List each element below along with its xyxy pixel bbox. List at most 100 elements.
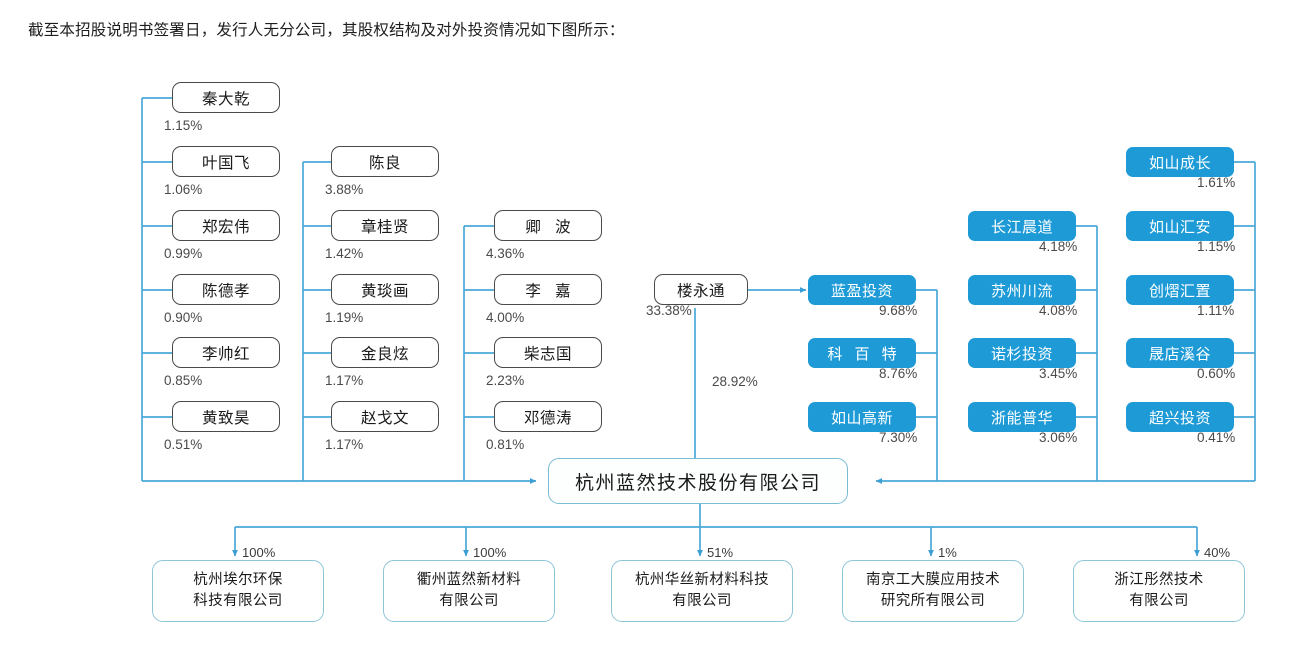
shareholder-box[interactable]: 李 嘉	[494, 274, 602, 305]
institution-name: 如山高新	[830, 409, 893, 427]
institution-box[interactable]: 如山成长	[1126, 147, 1234, 177]
shareholder-box[interactable]: 秦大乾	[172, 82, 280, 113]
shareholder-name: 秦大乾	[201, 90, 250, 108]
institution-pct: 9.68%	[879, 303, 918, 318]
shareholder-box[interactable]: 陈良	[331, 146, 439, 177]
institution-box[interactable]: 晟店溪谷	[1126, 338, 1234, 368]
institution-pct: 1.11%	[1197, 303, 1235, 318]
institution-name: 如山汇安	[1148, 218, 1211, 236]
shareholder-box[interactable]: 章桂贤	[331, 210, 439, 241]
subsidiary-name-line2: 研究所有限公司	[880, 593, 986, 609]
institution-pct: 4.08%	[1039, 303, 1078, 318]
subsidiary-box[interactable]: 衢州蓝然新材料 有限公司	[383, 560, 555, 622]
institution-box[interactable]: 长江晨道	[968, 211, 1076, 241]
shareholder-box[interactable]: 黄琰画	[331, 274, 439, 305]
shareholder-box[interactable]: 黄致昊	[172, 401, 280, 432]
shareholder-pct: 1.17%	[325, 373, 364, 388]
shareholder-name: 黄琰画	[360, 282, 409, 300]
subsidiary-name-line2: 有限公司	[439, 593, 499, 609]
subsidiary-box[interactable]: 杭州埃尔环保 科技有限公司	[152, 560, 324, 622]
shareholder-name: 李 嘉	[525, 282, 576, 300]
institution-pct: 4.18%	[1039, 239, 1078, 254]
subsidiary-name-line2: 科技有限公司	[193, 593, 283, 609]
main-company-box[interactable]: 杭州蓝然技术股份有限公司	[548, 458, 848, 504]
subsidiary-pct: 40%	[1204, 545, 1231, 560]
institution-pct: 1.61%	[1197, 175, 1236, 190]
institution-pct: 3.45%	[1039, 366, 1078, 381]
institution-pct: 3.06%	[1039, 430, 1078, 445]
institution-box[interactable]: 浙能普华	[968, 402, 1076, 432]
subsidiary-box[interactable]: 南京工大膜应用技术 研究所有限公司	[842, 560, 1024, 622]
institution-box[interactable]: 科 百 特	[808, 338, 916, 368]
shareholder-box[interactable]: 卿 波	[494, 210, 602, 241]
shareholder-box[interactable]: 金良炫	[331, 337, 439, 368]
subsidiary-box[interactable]: 浙江彤然技术 有限公司	[1073, 560, 1245, 622]
shareholder-pct: 1.17%	[325, 437, 364, 452]
institution-pct: 8.76%	[879, 366, 918, 381]
institution-box[interactable]: 超兴投资	[1126, 402, 1234, 432]
institution-pct: 7.30%	[879, 430, 918, 445]
subsidiary-pct: 1%	[938, 545, 957, 560]
shareholder-pct: 0.81%	[486, 437, 525, 452]
subsidiary-pct: 100%	[473, 545, 507, 560]
subsidiary-name-line1: 浙江彤然技术	[1114, 571, 1204, 588]
shareholder-name: 卿 波	[525, 218, 576, 236]
page-caption: 截至本招股说明书签署日，发行人无分公司，其股权结构及对外投资情况如下图所示：	[28, 22, 625, 39]
institution-box[interactable]: 如山高新	[808, 402, 916, 432]
shareholder-box[interactable]: 赵戈文	[331, 401, 439, 432]
institution-box[interactable]: 蓝盈投资	[808, 275, 916, 305]
shareholder-pct: 3.88%	[325, 182, 364, 197]
shareholder-box[interactable]: 邓德涛	[494, 401, 602, 432]
shareholder-pct: 4.36%	[486, 246, 525, 261]
shareholder-name: 郑宏伟	[201, 218, 250, 236]
shareholder-pct: 0.51%	[164, 437, 203, 452]
institution-name: 晟店溪谷	[1148, 345, 1211, 363]
institution-box[interactable]: 诺杉投资	[968, 338, 1076, 368]
main-company-name: 杭州蓝然技术股份有限公司	[574, 472, 821, 494]
shareholder-name: 赵戈文	[360, 409, 409, 427]
institution-box[interactable]: 创熠汇置	[1126, 275, 1234, 305]
shareholder-pct: 1.15%	[164, 118, 203, 133]
shareholder-name: 邓德涛	[523, 409, 572, 427]
shareholder-box[interactable]: 柴志国	[494, 337, 602, 368]
shareholder-name: 柴志国	[523, 345, 572, 363]
institution-name: 科 百 特	[827, 345, 901, 363]
controller-to-lanying-pct: 33.38%	[646, 303, 692, 318]
controller-to-main-pct: 28.92%	[712, 374, 758, 389]
shareholder-pct: 0.99%	[164, 246, 203, 261]
controller-box[interactable]: 楼永通	[654, 274, 748, 305]
shareholder-pct: 1.19%	[325, 310, 364, 325]
shareholder-name: 黄致昊	[201, 409, 250, 427]
shareholder-pct: 1.42%	[325, 246, 364, 261]
shareholder-pct: 0.85%	[164, 373, 203, 388]
shareholder-name: 章桂贤	[360, 218, 409, 236]
institution-name: 苏州川流	[990, 282, 1053, 300]
controller-name: 楼永通	[676, 282, 725, 300]
institution-box[interactable]: 苏州川流	[968, 275, 1076, 305]
subsidiary-name-line1: 衢州蓝然新材料	[416, 571, 522, 588]
shareholder-name: 李帅红	[201, 345, 250, 363]
institution-pct: 1.15%	[1197, 239, 1236, 254]
institution-name: 长江晨道	[990, 218, 1053, 236]
institution-name: 创熠汇置	[1148, 282, 1211, 300]
shareholder-name: 陈德孝	[201, 282, 250, 300]
shareholder-name: 叶国飞	[201, 154, 250, 172]
shareholder-box[interactable]: 叶国飞	[172, 146, 280, 177]
subsidiary-box[interactable]: 杭州华丝新材料科技 有限公司	[611, 560, 793, 622]
subsidiary-name-line2: 有限公司	[1129, 593, 1189, 609]
institution-name: 浙能普华	[990, 409, 1053, 427]
institution-pct: 0.60%	[1197, 366, 1236, 381]
institution-box[interactable]: 如山汇安	[1126, 211, 1234, 241]
subsidiary-name-line1: 杭州华丝新材料科技	[634, 571, 770, 588]
shareholder-box[interactable]: 陈德孝	[172, 274, 280, 305]
shareholder-name: 陈良	[368, 154, 401, 172]
institution-name: 蓝盈投资	[830, 282, 893, 300]
subsidiary-name-line1: 南京工大膜应用技术	[865, 571, 1001, 588]
shareholder-box[interactable]: 郑宏伟	[172, 210, 280, 241]
shareholder-name: 金良炫	[360, 345, 409, 363]
subsidiary-pct: 100%	[242, 545, 276, 560]
shareholder-box[interactable]: 李帅红	[172, 337, 280, 368]
shareholder-pct: 1.06%	[164, 182, 203, 197]
